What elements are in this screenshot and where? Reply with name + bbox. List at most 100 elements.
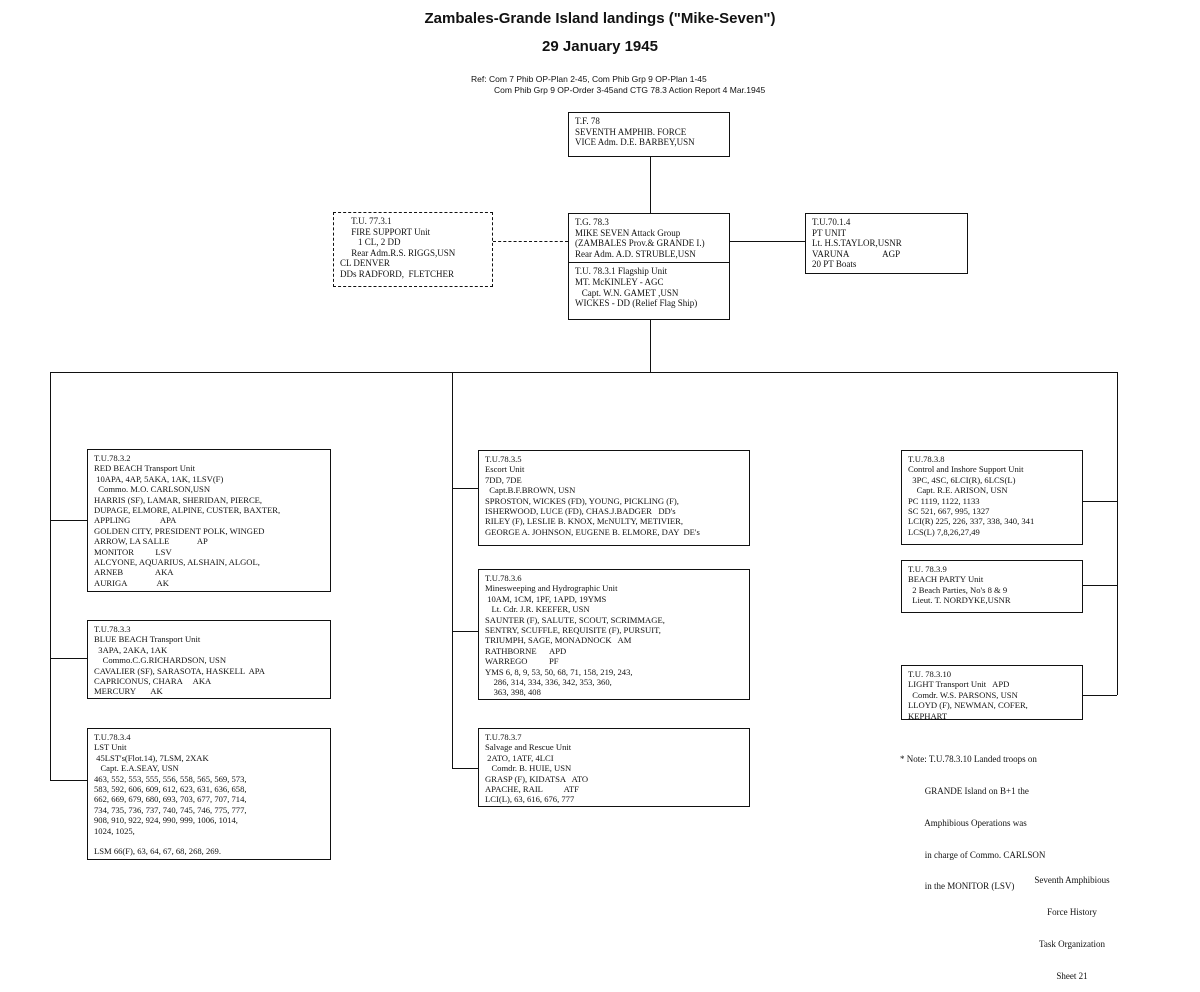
box-line: VARUNA AGP bbox=[812, 248, 901, 259]
box-line: LSM 66(F), 63, 64, 67, 68, 268, 269. bbox=[94, 846, 222, 857]
box-line: T.U.70.1.4 bbox=[812, 217, 851, 227]
connector-to-tu7835 bbox=[452, 488, 478, 489]
box-line: KEPHART bbox=[908, 710, 948, 721]
connector-to-tu7839 bbox=[1083, 585, 1117, 586]
box-line: 286, 314, 334, 336, 342, 353, 360, bbox=[485, 677, 612, 688]
box-line: Rear Adm.R.S. RIGGS,USN bbox=[340, 247, 456, 258]
box-line: (ZAMBALES Prov.& GRANDE I.) bbox=[575, 238, 705, 249]
box-line bbox=[94, 836, 324, 846]
box-line: T.U.78.3.6 bbox=[485, 573, 522, 583]
footnote: * Note: T.U.78.3.10 Landed troops on GRA… bbox=[900, 733, 1045, 903]
box-line: GEORGE A. JOHNSON, EUGENE B. ELMORE, DAY… bbox=[485, 526, 700, 537]
footer-line: Task Organization bbox=[1039, 938, 1105, 949]
tf78-box: T.F. 78 SEVENTH AMPHIB. FORCE VICE Adm. … bbox=[568, 112, 730, 157]
box-line: Capt. R.E. ARISON, USN bbox=[908, 485, 1008, 496]
note-line: in charge of Commo. CARLSON bbox=[900, 849, 1046, 860]
tu7834-lst-unit-box: T.U.78.3.4 LST Unit 45LST's(Flot.14), 7L… bbox=[87, 728, 331, 860]
box-line: 3APA, 2AKA, 1AK bbox=[94, 644, 168, 655]
connector-tg-bus bbox=[650, 320, 651, 372]
connector-right-column bbox=[1117, 372, 1118, 695]
box-line: SEVENTH AMPHIB. FORCE bbox=[575, 126, 687, 137]
tu7837-salvage-box: T.U.78.3.7 Salvage and Rescue Unit 2ATO,… bbox=[478, 728, 750, 807]
box-line: CL DENVER bbox=[340, 258, 390, 269]
footer-line: Force History bbox=[1047, 906, 1097, 917]
box-line: 583, 592, 606, 609, 612, 623, 631, 636, … bbox=[94, 784, 247, 795]
box-line: Capt. W.N. GAMET ,USN bbox=[575, 287, 679, 298]
connector-left-column bbox=[50, 372, 51, 780]
box-line: Rear Adm. A.D. STRUBLE,USN bbox=[575, 248, 696, 259]
box-line: MIKE SEVEN Attack Group bbox=[575, 227, 681, 238]
box-line: APACHE, RAIL ATF bbox=[485, 784, 579, 795]
box-line: SENTRY, SCUFFLE, REQUISITE (F), PURSUIT, bbox=[485, 625, 661, 636]
box-line: SC 521, 667, 995, 1327 bbox=[908, 506, 990, 517]
box-line: 2ATO, 1ATF, 4LCI bbox=[485, 752, 554, 763]
box-line: WARREGO PF bbox=[485, 656, 559, 667]
box-line: PC 1119, 1122, 1133 bbox=[908, 495, 980, 506]
box-line: LIGHT Transport Unit APD bbox=[908, 679, 1010, 690]
box-line: RILEY (F), LESLIE B. KNOX, McNULTY, METI… bbox=[485, 516, 684, 527]
page-title: Zambales-Grande Island landings ("Mike-S… bbox=[424, 10, 776, 27]
connector-fire-support bbox=[493, 241, 568, 242]
box-line: TRIUMPH, SAGE, MONADNOCK AM bbox=[485, 635, 632, 646]
connector-pt-unit bbox=[729, 241, 805, 242]
tu7836-minesweeping-box: T.U.78.3.6 Minesweeping and Hydrographic… bbox=[478, 569, 750, 700]
connector-middle-column bbox=[452, 372, 453, 768]
box-line: Salvage and Rescue Unit bbox=[485, 742, 572, 753]
box-line: T.U. 78.3.1 Flagship Unit bbox=[575, 266, 668, 277]
box-line: T.G. 78.3 bbox=[575, 217, 609, 227]
box-line: RATHBORNE APD bbox=[485, 645, 567, 656]
box-line: PT UNIT bbox=[812, 227, 847, 238]
box-line: CAPRICONUS, CHARA AKA bbox=[94, 676, 212, 687]
connector-to-tu78310 bbox=[1083, 695, 1117, 696]
box-line: Control and Inshore Support Unit bbox=[908, 464, 1024, 475]
box-line: SPROSTON, WICKES (FD), YOUNG, PICKLING (… bbox=[485, 495, 679, 506]
box-line: MONITOR LSV bbox=[94, 546, 172, 557]
box-line: LCI(R) 225, 226, 337, 338, 340, 341 bbox=[908, 516, 1035, 527]
box-line: RED BEACH Transport Unit bbox=[94, 463, 195, 474]
box-line: 45LST's(Flot.14), 7LSM, 2XAK bbox=[94, 752, 209, 763]
box-line: T.U.78.3.7 bbox=[485, 732, 522, 742]
box-line: BLUE BEACH Transport Unit bbox=[94, 634, 201, 645]
box-line: T.U.78.3.5 bbox=[485, 454, 522, 464]
box-line: 2 Beach Parties, No's 8 & 9 bbox=[908, 584, 1008, 595]
note-line: Amphibious Operations was bbox=[900, 817, 1027, 828]
connector-to-tu7836 bbox=[452, 631, 478, 632]
tu70014-pt-unit-box: T.U.70.1.4 PT UNIT Lt. H.S.TAYLOR,USNR V… bbox=[805, 213, 968, 274]
box-line: BEACH PARTY Unit bbox=[908, 574, 984, 585]
tg783-box: T.G. 78.3 MIKE SEVEN Attack Group (ZAMBA… bbox=[568, 213, 730, 320]
tu7833-blue-beach-box: T.U.78.3.3 BLUE BEACH Transport Unit 3AP… bbox=[87, 620, 331, 699]
box-line: 363, 398, 408 bbox=[485, 687, 541, 698]
box-line: ARNEB AKA bbox=[94, 567, 174, 578]
box-line: WICKES - DD (Relief Flag Ship) bbox=[575, 298, 698, 309]
tu7838-control-inshore-box: T.U.78.3.8 Control and Inshore Support U… bbox=[901, 450, 1083, 545]
box-line: DUPAGE, ELMORE, ALPINE, CUSTER, BAXTER, bbox=[94, 505, 281, 516]
box-line: Capt.B.F.BROWN, USN bbox=[485, 485, 576, 496]
box-line: Comdr. B. HUIE, USN bbox=[485, 763, 572, 774]
tu7839-beach-party-box: T.U. 78.3.9 BEACH PARTY Unit 2 Beach Par… bbox=[901, 560, 1083, 613]
box-line: FIRE SUPPORT Unit bbox=[340, 226, 431, 237]
reference-line-1: Ref: Com 7 Phib OP-Plan 2-45, Com Phib G… bbox=[471, 74, 707, 84]
connector-main-bus bbox=[50, 372, 1117, 373]
box-line: APPLING APA bbox=[94, 515, 177, 526]
box-line: T.U.78.3.3 bbox=[94, 624, 131, 634]
box-line: T.F. 78 bbox=[575, 116, 600, 126]
tu7835-escort-unit-box: T.U.78.3.5 Escort Unit 7DD, 7DE Capt.B.F… bbox=[478, 450, 750, 546]
connector-tf-tg bbox=[650, 157, 651, 213]
box-line: LST Unit bbox=[94, 742, 127, 753]
box-line: 908, 910, 922, 924, 990, 999, 1006, 1014… bbox=[94, 815, 238, 826]
box-line: GOLDEN CITY, PRESIDENT POLK, WINGED bbox=[94, 525, 265, 536]
box-line: 734, 735, 736, 737, 740, 745, 746, 775, … bbox=[94, 804, 247, 815]
box-line: ISHERWOOD, LUCE (FD), CHAS.J.BADGER DD's bbox=[485, 506, 676, 517]
box-line: MT. McKINLEY - AGC bbox=[575, 276, 664, 287]
box-line: VICE Adm. D.E. BARBEY,USN bbox=[575, 137, 695, 148]
box-line: HARRIS (SF), LAMAR, SHERIDAN, PIERCE, bbox=[94, 494, 263, 505]
box-line: Lieut. T. NORDYKE,USNR bbox=[908, 595, 1011, 606]
note-line: in the MONITOR (LSV) bbox=[900, 881, 1015, 892]
note-line: GRANDE Island on B+1 the bbox=[900, 785, 1029, 796]
box-line: T.U.78.3.2 bbox=[94, 453, 131, 463]
tu7731-fire-support-box: T.U. 77.3.1 FIRE SUPPORT Unit 1 CL, 2 DD… bbox=[333, 212, 493, 287]
box-line: 10APA, 4AP, 5AKA, 1AK, 1LSV(F) bbox=[94, 473, 224, 484]
box-line: 1024, 1025, bbox=[94, 825, 135, 836]
box-line: ARROW, LA SALLE AP bbox=[94, 536, 208, 547]
box-line: MERCURY AK bbox=[94, 686, 163, 697]
